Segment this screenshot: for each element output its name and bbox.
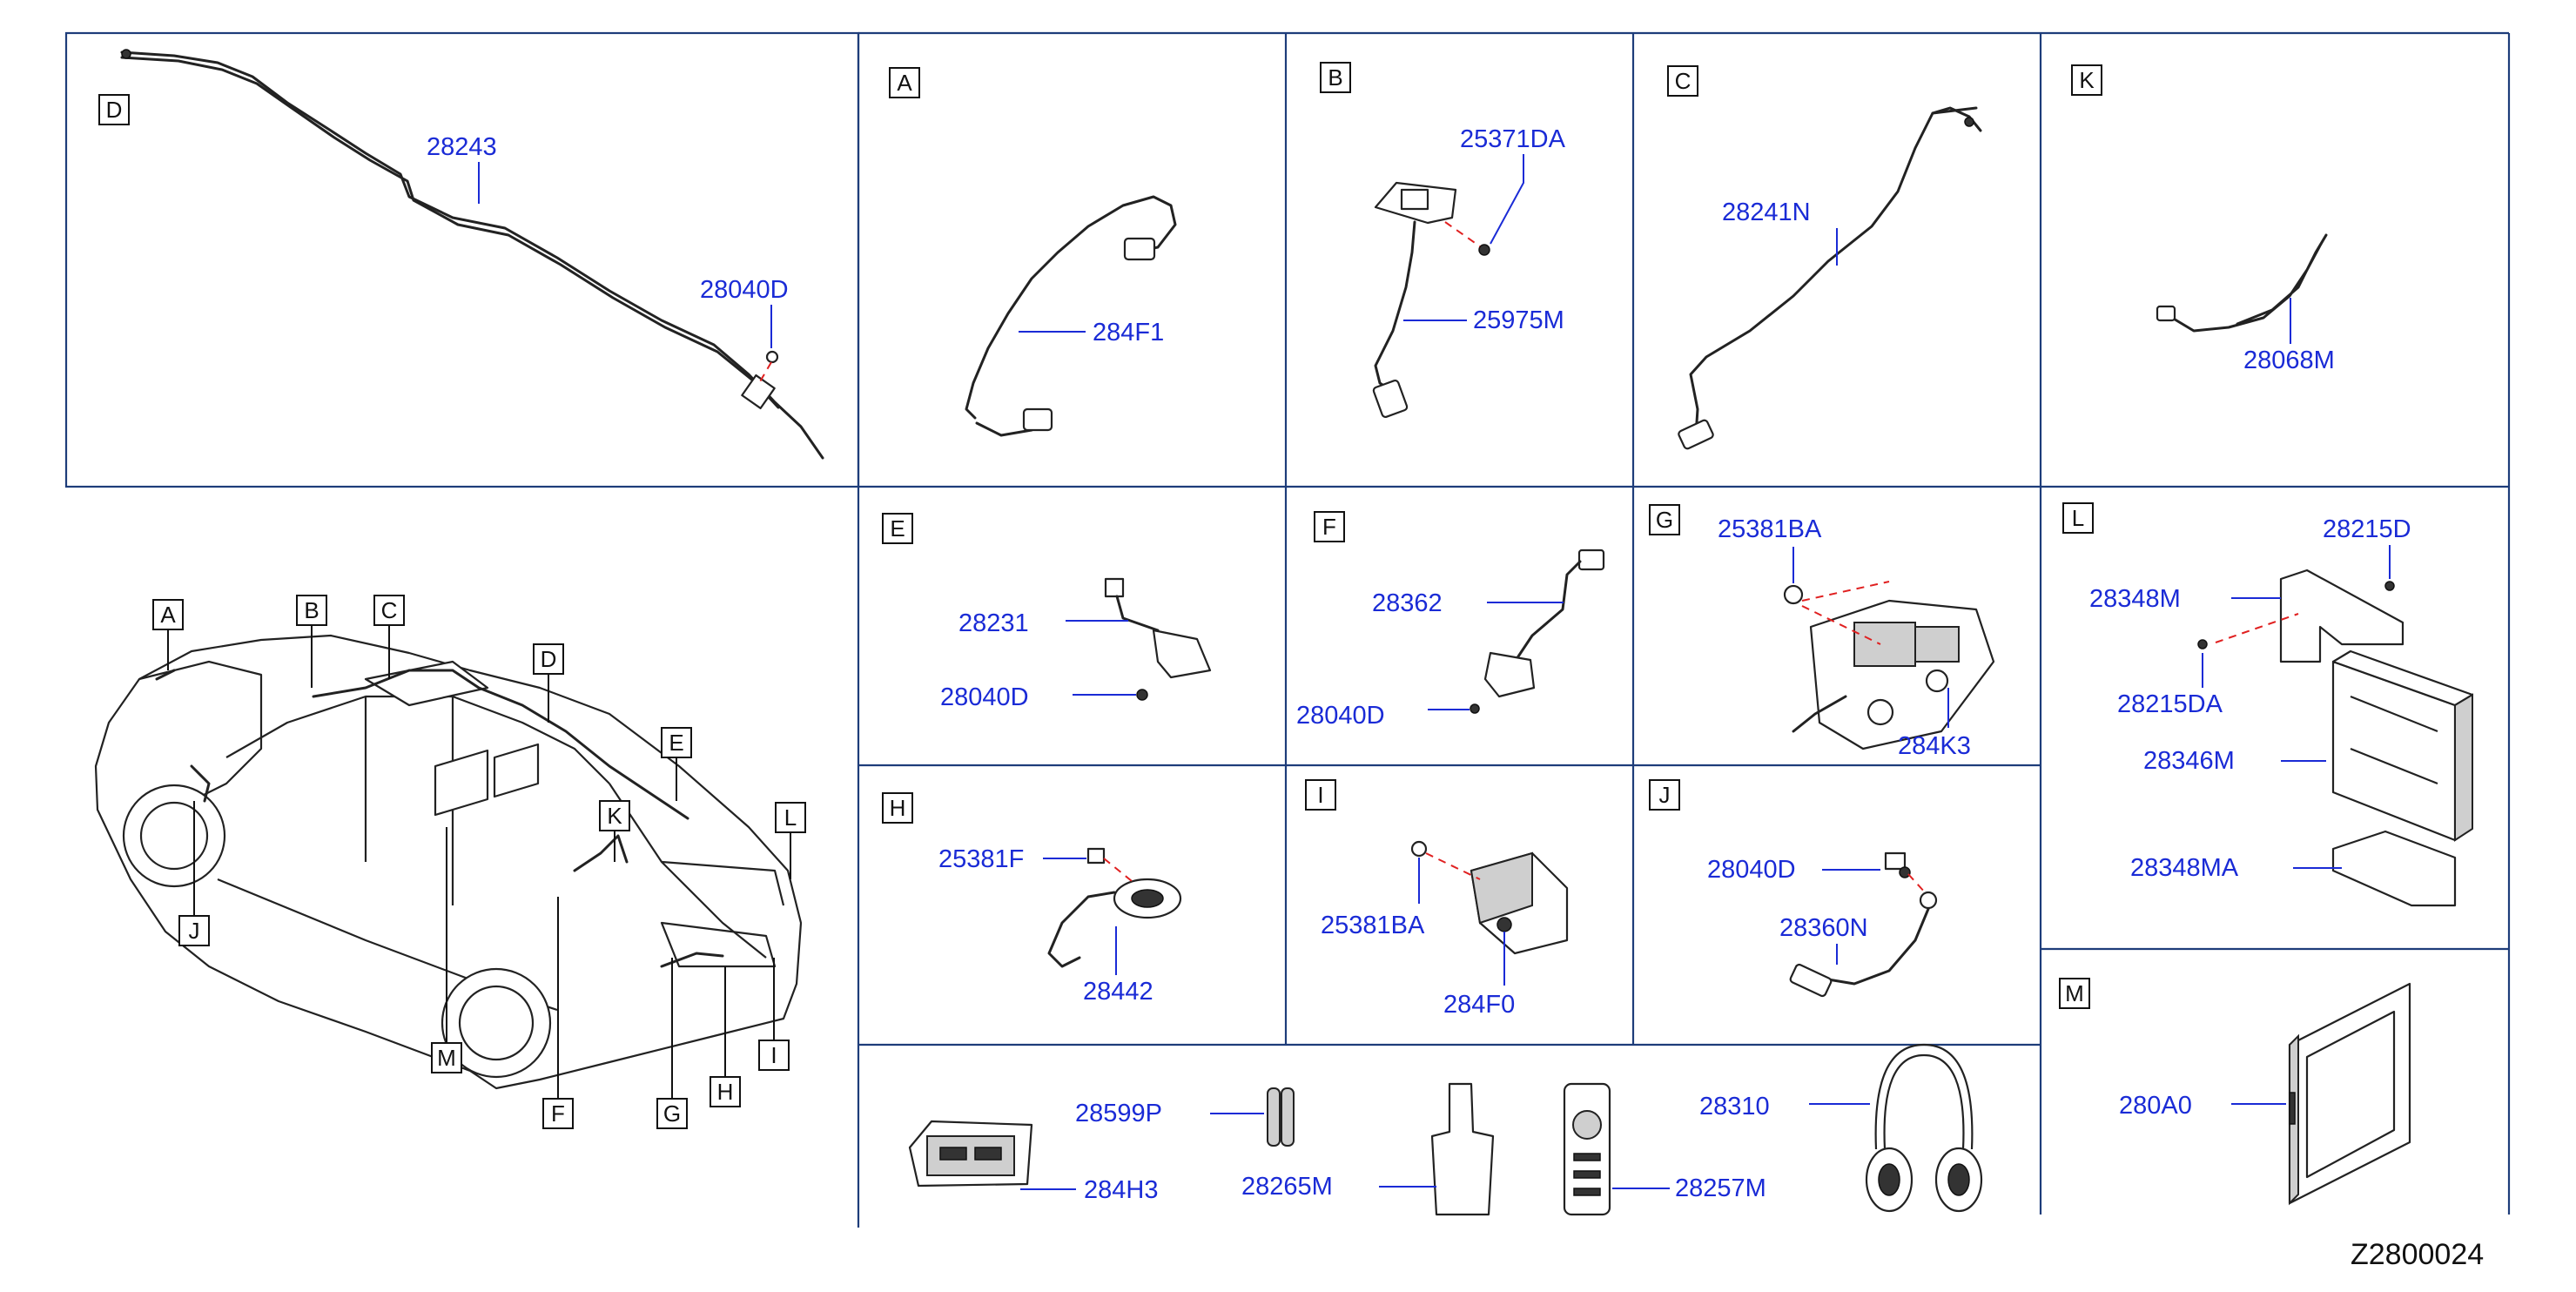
remote-28257M-drawing [1563,1082,1611,1216]
car-callout-a: A [160,602,176,628]
battery-28599P-drawing [1267,1087,1295,1147]
panel-l: L 28215D 28348M 28215DA 28346M 28348MA [2062,502,2474,907]
car-callout-c: C [381,597,398,623]
panel-m-letter: M [2065,980,2084,1006]
panel-b-letter: B [1328,64,1342,91]
harness-284F1-drawing [965,195,1177,437]
panel-d-letter: D [106,97,123,123]
part-28348MA-label[interactable]: 28348MA [2130,854,2239,882]
camera-28442-drawing [1047,847,1182,968]
panel-e: E 28231 28040D [882,513,1212,711]
part-284F0-label[interactable]: 284F0 [1443,991,1515,1019]
panel-h-letter: H [890,795,906,821]
part-284F1-label[interactable]: 284F1 [1093,319,1164,347]
panel-a: A 284F1 [889,67,1177,437]
part-25381BA-i-label[interactable]: 25381BA [1321,912,1425,939]
panel-l-letter: L [2072,505,2084,531]
panel-d: D 28243 28040D [98,49,824,460]
panel-i-letter: I [1317,782,1323,808]
car-callout-i: I [770,1042,777,1068]
part-284K3-label[interactable]: 284K3 [1898,732,1971,760]
harness-28360N-drawing [1789,851,1938,998]
part-28040D-e-label[interactable]: 28040D [940,683,1029,711]
car-callout-k: K [607,803,622,829]
panel-a-letter: A [897,70,912,96]
part-28442-label[interactable]: 28442 [1083,978,1153,1006]
part-25975M-label[interactable]: 25975M [1473,306,1564,334]
part-28346M-label[interactable]: 28346M [2143,747,2235,775]
panel-c-letter: C [1675,68,1692,94]
part-28599P-label[interactable]: 28599P [1075,1100,1162,1127]
holder-28265M-drawing [1430,1082,1495,1216]
part-28040D-f-label[interactable]: 28040D [1296,702,1385,730]
vehicle-body-drawing [94,634,803,1090]
car-callout-g: G [663,1100,681,1127]
car-callout-l: L [784,804,797,831]
car-callout-d: D [541,646,557,672]
panel-c: C 28241N [1667,65,1982,450]
part-25371DA-label[interactable]: 25371DA [1460,125,1566,153]
panel-k: K 28068M [2071,64,2335,374]
part-28257M-label[interactable]: 28257M [1675,1174,1766,1202]
car-callout-m: M [437,1045,456,1071]
panel-g: G 25381BA 284K3 [1649,504,1995,760]
harness-28068M-drawing [2156,233,2328,333]
headphones-28310-drawing [1865,1043,1983,1213]
panel-b: B 25371DA 25975M [1320,62,1566,419]
module-28346M-drawing [2197,569,2474,907]
unit-284F0-drawing [1410,840,1569,955]
camera-28362-drawing [1470,548,1605,714]
part-28241N-label[interactable]: 28241N [1722,199,1811,226]
panel-i: I 25381BA 284F0 [1305,779,1569,1019]
part-28231-label[interactable]: 28231 [958,609,1029,637]
part-28068M-label[interactable]: 28068M [2243,347,2335,374]
car-callout-h: H [717,1079,734,1105]
part-28243-label[interactable]: 28243 [427,133,497,161]
panel-grid [64,31,2511,1228]
harness-25975M-drawing [1372,181,1490,419]
panel-f-letter: F [1322,514,1336,540]
panel-j-letter: J [1659,782,1671,808]
accessories-panel: 28599P 284H3 28265M 28257M 28310 [908,1043,1983,1216]
panel-h: H 25381F 28442 [882,792,1182,1006]
part-28265M-label[interactable]: 28265M [1241,1173,1333,1201]
panel-e-letter: E [890,515,905,542]
part-25381F-label[interactable]: 25381F [938,845,1024,873]
camera-28231-drawing [1104,577,1212,701]
part-28215D-label[interactable]: 28215D [2323,515,2411,543]
display-280A0-drawing [2288,982,2411,1206]
part-28360N-label[interactable]: 28360N [1779,914,1868,942]
panel-g-letter: G [1656,507,1673,533]
panel-f: F 28362 28040D [1296,511,1605,730]
vehicle-overview: A B C D E K L J M [94,595,806,1129]
part-284H3-label[interactable]: 284H3 [1084,1176,1158,1204]
panel-j: J 28040D 28360N [1649,779,1938,998]
part-28215DA-label[interactable]: 28215DA [2117,690,2223,718]
car-callout-e: E [669,730,683,756]
part-28040D-label[interactable]: 28040D [700,276,789,304]
diagram-code: Z2800024 [2351,1238,2484,1271]
panel-k-letter: K [2079,67,2095,93]
harness-28241N-drawing [1678,106,1982,450]
car-callout-j: J [189,918,200,944]
car-callout-b: B [304,597,319,623]
part-25381BA-g-label[interactable]: 25381BA [1718,515,1822,543]
car-callout-f: F [551,1100,565,1127]
panel-m: M 280A0 [2059,978,2411,1206]
feeder-harness-28243-drawing [120,49,824,460]
part-280A0-label[interactable]: 280A0 [2119,1092,2192,1120]
part-28040D-j-label[interactable]: 28040D [1707,856,1796,884]
vehicle-callouts: A B C D E K L J M [152,595,806,1129]
part-28348M-label[interactable]: 28348M [2089,585,2181,613]
part-28362-label[interactable]: 28362 [1372,589,1443,617]
jack-284H3-drawing [908,1120,1033,1188]
part-28310-label[interactable]: 28310 [1699,1093,1770,1120]
actuator-284K3-drawing [1783,584,1995,750]
